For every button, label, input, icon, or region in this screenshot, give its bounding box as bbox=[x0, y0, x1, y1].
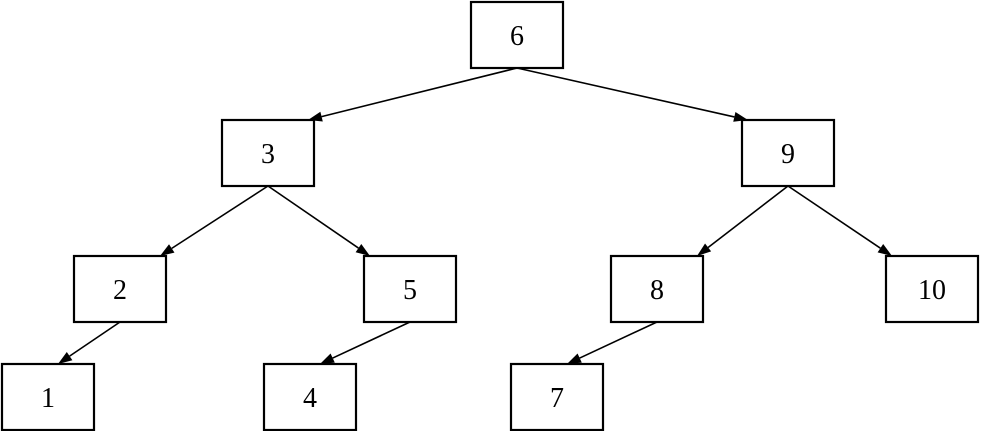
node-box bbox=[509, 362, 605, 431]
node-label: 7 bbox=[550, 383, 564, 414]
edges-layer bbox=[58, 67, 892, 364]
edge-n3-n5 bbox=[267, 185, 359, 249]
tree-node-3: 3 bbox=[220, 118, 316, 188]
node-label: 6 bbox=[510, 21, 524, 52]
node-label: 1 bbox=[41, 383, 55, 414]
node-box bbox=[220, 118, 316, 188]
arrowhead-n9-n8 bbox=[697, 243, 712, 256]
arrowhead-n3-n5 bbox=[355, 243, 370, 256]
arrowhead-n8-n7 bbox=[567, 353, 582, 364]
tree-node-4: 4 bbox=[262, 362, 358, 431]
node-label: 8 bbox=[650, 275, 664, 306]
node-box bbox=[0, 362, 96, 431]
arrowhead-n5-n4 bbox=[320, 353, 335, 364]
node-label: 3 bbox=[261, 139, 275, 170]
tree-node-5: 5 bbox=[362, 254, 458, 324]
tree-node-6: 6 bbox=[469, 0, 565, 70]
node-box bbox=[469, 0, 565, 70]
arrowhead-n3-n2 bbox=[160, 244, 175, 256]
node-label: 4 bbox=[303, 383, 317, 414]
node-box bbox=[609, 254, 705, 324]
edge-n6-n3 bbox=[321, 67, 518, 118]
tree-node-9: 9 bbox=[740, 118, 836, 188]
tree-node-8: 8 bbox=[609, 254, 705, 324]
edge-n9-n8 bbox=[707, 185, 789, 249]
arrowhead-n2-n1 bbox=[58, 352, 73, 364]
node-box bbox=[72, 254, 168, 324]
tree-node-7: 7 bbox=[509, 362, 605, 431]
node-box bbox=[362, 254, 458, 324]
edge-n9-n10 bbox=[787, 185, 881, 249]
tree-node-10: 10 bbox=[884, 254, 980, 324]
edge-n5-n4 bbox=[332, 321, 411, 359]
tree-node-2: 2 bbox=[72, 254, 168, 324]
edge-n3-n2 bbox=[171, 185, 269, 250]
node-label: 2 bbox=[113, 275, 127, 306]
node-box bbox=[884, 254, 980, 324]
node-label: 10 bbox=[918, 275, 946, 306]
edge-n8-n7 bbox=[579, 321, 658, 359]
node-label: 9 bbox=[781, 139, 795, 170]
node-box bbox=[262, 362, 358, 431]
edge-n2-n1 bbox=[69, 321, 121, 357]
tree-node-1: 1 bbox=[0, 362, 96, 431]
edge-n6-n9 bbox=[516, 67, 735, 118]
arrowhead-n9-n10 bbox=[877, 244, 892, 256]
node-label: 5 bbox=[403, 275, 417, 306]
node-box bbox=[740, 118, 836, 188]
